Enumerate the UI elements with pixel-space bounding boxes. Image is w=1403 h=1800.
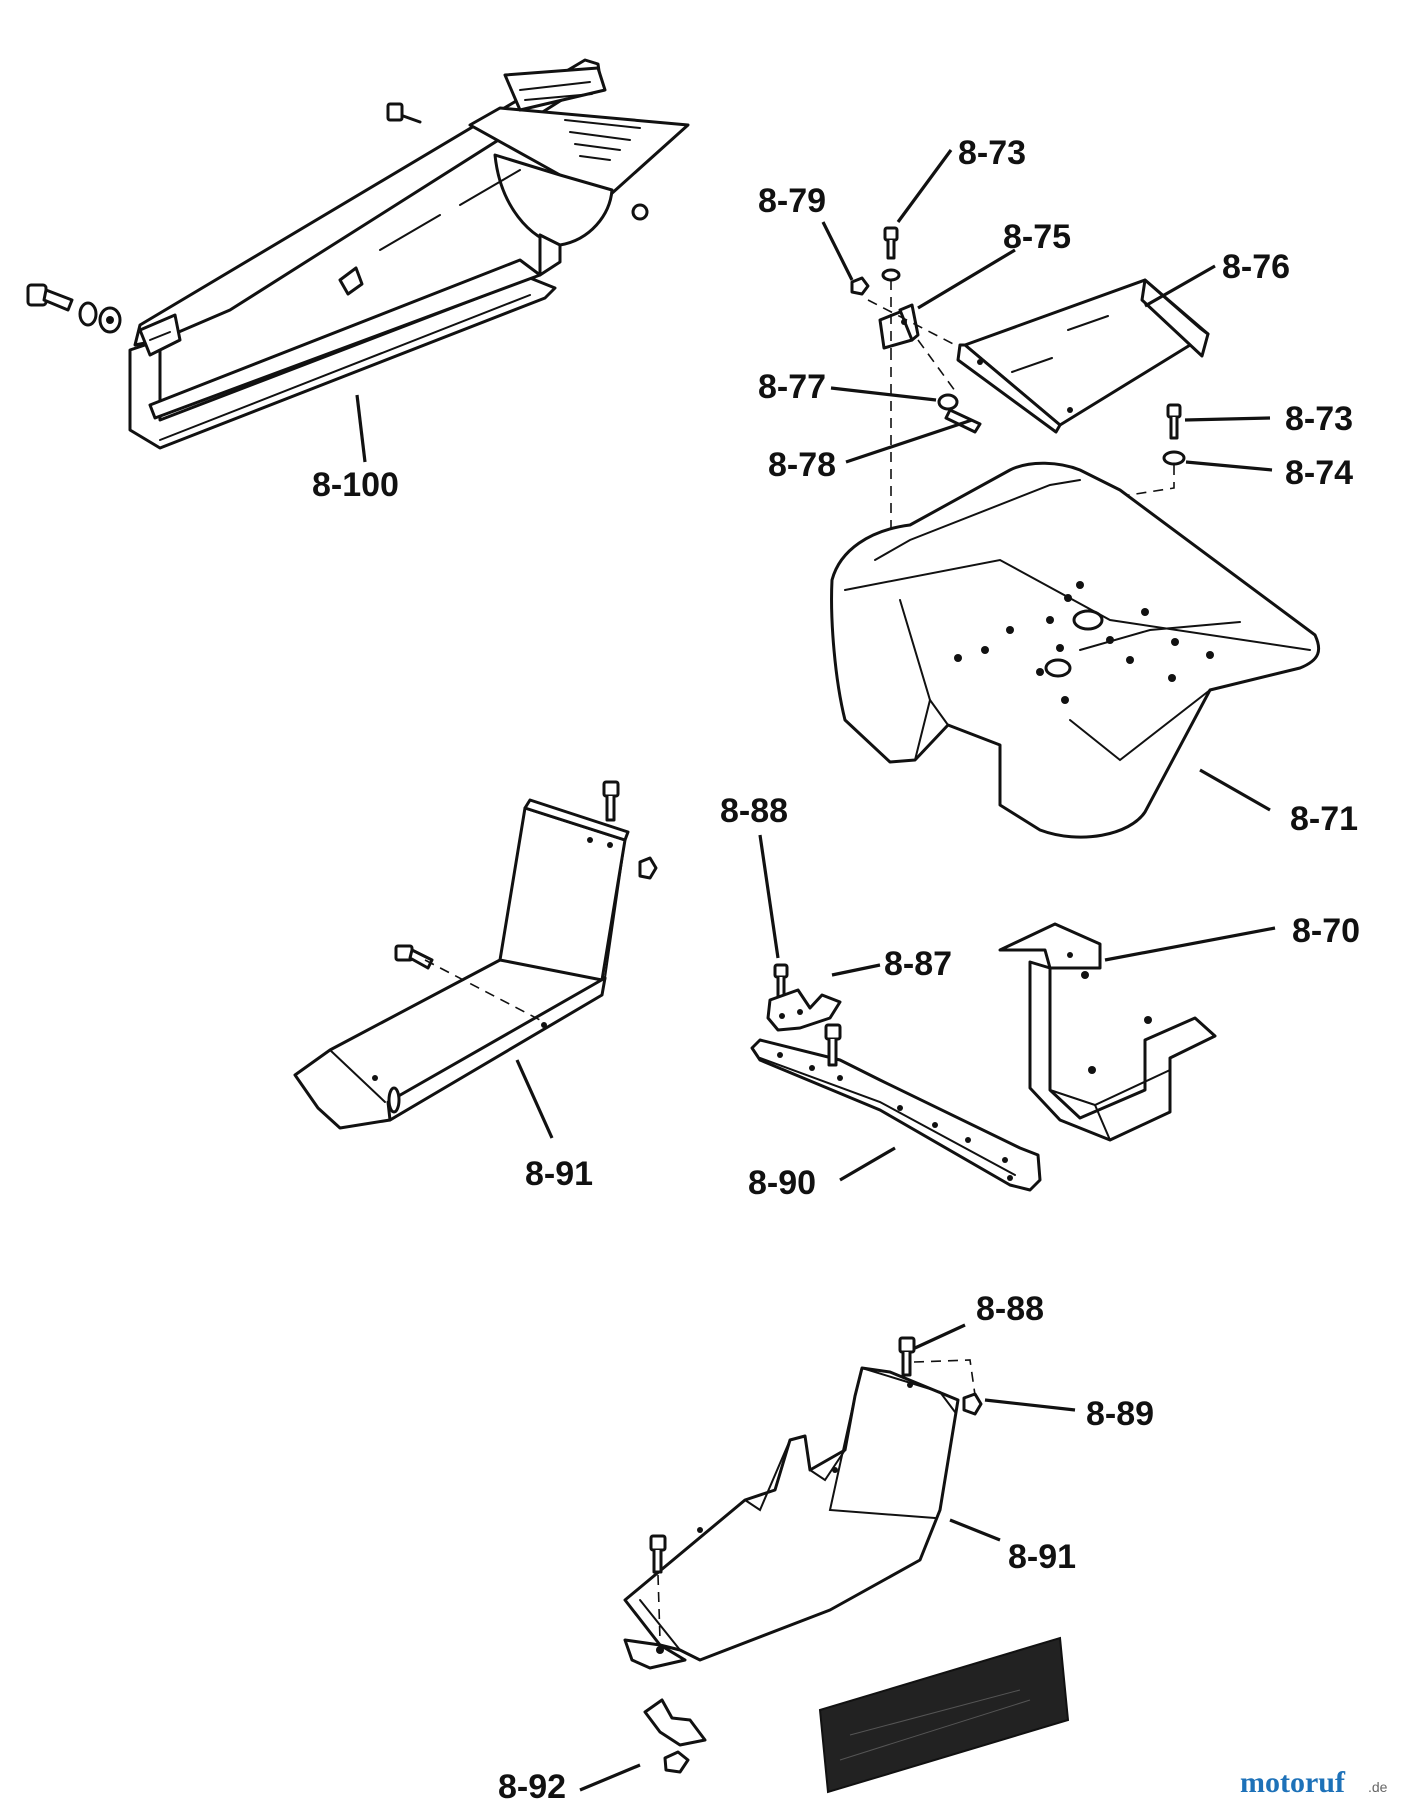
callout-8-71: 8-71 — [1290, 800, 1358, 838]
callout-8-89: 8-89 — [1086, 1395, 1154, 1433]
callout-8-88-bottom: 8-88 — [976, 1290, 1044, 1328]
callout-8-88-center: 8-88 — [720, 792, 788, 830]
callout-8-90: 8-90 — [748, 1164, 816, 1202]
hardware-cluster-top-drawing — [850, 226, 1186, 661]
callout-8-79: 8-79 — [758, 182, 826, 220]
callout-8-87: 8-87 — [884, 945, 952, 983]
callout-8-100: 8-100 — [312, 466, 399, 504]
callout-8-70: 8-70 — [1292, 912, 1360, 950]
part-8-87-8-90-drawing — [750, 834, 1042, 1192]
callout-8-76: 8-76 — [1222, 248, 1290, 286]
callout-8-92: 8-92 — [498, 1768, 566, 1800]
callout-8-77: 8-77 — [758, 368, 826, 406]
part-8-100-drawing — [26, 58, 690, 463]
callout-8-91-lower: 8-91 — [1008, 1538, 1076, 1576]
watermark-logo: motoruf .de — [1240, 1766, 1388, 1799]
callout-8-75: 8-75 — [1003, 218, 1071, 256]
callout-8-91-upper: 8-91 — [525, 1155, 593, 1193]
callout-8-73-right: 8-73 — [1285, 400, 1353, 438]
callout-8-73-top: 8-73 — [958, 134, 1026, 172]
watermark-brand: motoruf — [1240, 1766, 1346, 1799]
part-8-71-drawing — [830, 461, 1321, 839]
callout-8-74: 8-74 — [1285, 454, 1353, 492]
part-8-70-drawing — [998, 922, 1276, 1142]
part-8-91-lower-drawing — [579, 1323, 1076, 1794]
callout-8-78: 8-78 — [768, 446, 836, 484]
watermark-suffix: .de — [1368, 1779, 1388, 1795]
part-8-91-upper-drawing — [293, 780, 658, 1139]
